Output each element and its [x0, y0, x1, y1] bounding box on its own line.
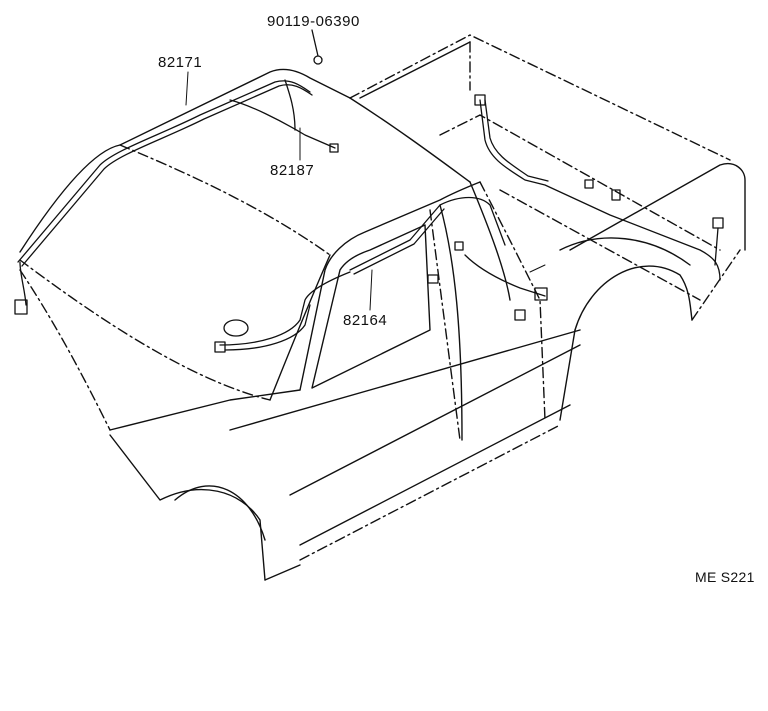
bed-front-top [350, 35, 730, 160]
pillar-connector-3 [535, 288, 547, 300]
cowl-grommet [224, 320, 248, 336]
front-fender [110, 435, 265, 580]
bed-harness-b [485, 100, 548, 181]
roof-harness-drop-left [20, 262, 26, 305]
bolt-head [314, 56, 322, 64]
figure-code: ME S221 [695, 569, 755, 585]
bed-drop [715, 228, 718, 265]
a-pillar [270, 255, 330, 400]
pillar-branch [465, 255, 545, 296]
part-label-clamp: 82187 [270, 162, 315, 179]
pillar-connector-4 [515, 310, 525, 320]
leader-bolt-tick [530, 265, 545, 272]
belt-line-2 [290, 345, 580, 495]
bed-right-rail [570, 164, 745, 250]
bed-connector-4 [713, 218, 723, 228]
pillar-harness-a [350, 198, 505, 271]
bed-side-top [500, 190, 700, 300]
bed-connector-3 [612, 190, 620, 200]
bed-connector-1 [475, 95, 485, 105]
belt-line-3 [300, 405, 570, 545]
part-label-door-harness: 82164 [343, 312, 388, 329]
rear-lower [560, 330, 575, 420]
hood-side [110, 390, 300, 430]
bed-harness-a [480, 100, 720, 280]
part-label-roof-harness: 82171 [158, 54, 203, 71]
belt-line-1 [230, 330, 580, 430]
cowl-harness-a [220, 272, 350, 345]
harness-routing [15, 30, 723, 352]
roof-front-edge [20, 70, 350, 252]
bed-left-top [360, 42, 470, 98]
part-label-bolt: 90119-06390 [267, 13, 360, 30]
roof-drop [285, 80, 295, 130]
cowl-harness-b [225, 305, 310, 350]
pillar-connector-2 [455, 242, 463, 250]
body-outline [20, 35, 745, 580]
belt-line-4 [300, 425, 560, 560]
windshield-base [20, 260, 270, 400]
pillar-connector-1 [428, 275, 438, 283]
rear-fender [560, 238, 690, 265]
roof-rear-edge [350, 98, 470, 182]
clamp-connector [330, 144, 338, 152]
bolt-leader [312, 30, 318, 56]
door-rear-edge-2 [440, 205, 462, 440]
leader-82171 [186, 72, 188, 105]
leader-82164 [370, 270, 372, 310]
front-hidden [20, 270, 110, 430]
pillar-harness-b [354, 209, 444, 274]
cowl-connector [215, 342, 225, 352]
roof-harness-left-connector [15, 300, 27, 314]
door-window-frame [300, 182, 480, 390]
leader-lines [186, 72, 545, 310]
bed-connector-2 [585, 180, 593, 188]
roof-harness-b [22, 85, 312, 266]
roof-harness-a [18, 81, 310, 262]
rear-corner [692, 250, 740, 320]
windshield-top [120, 145, 330, 255]
clamp-branch [230, 100, 335, 148]
rear-wheel-arch [575, 266, 692, 330]
front-wheel-arch [175, 486, 265, 540]
front-lower [265, 565, 300, 580]
door-rear-edge [430, 210, 460, 440]
door-window-inner [312, 225, 430, 388]
cab-back [480, 182, 545, 420]
bed-inner-floor [440, 115, 720, 250]
